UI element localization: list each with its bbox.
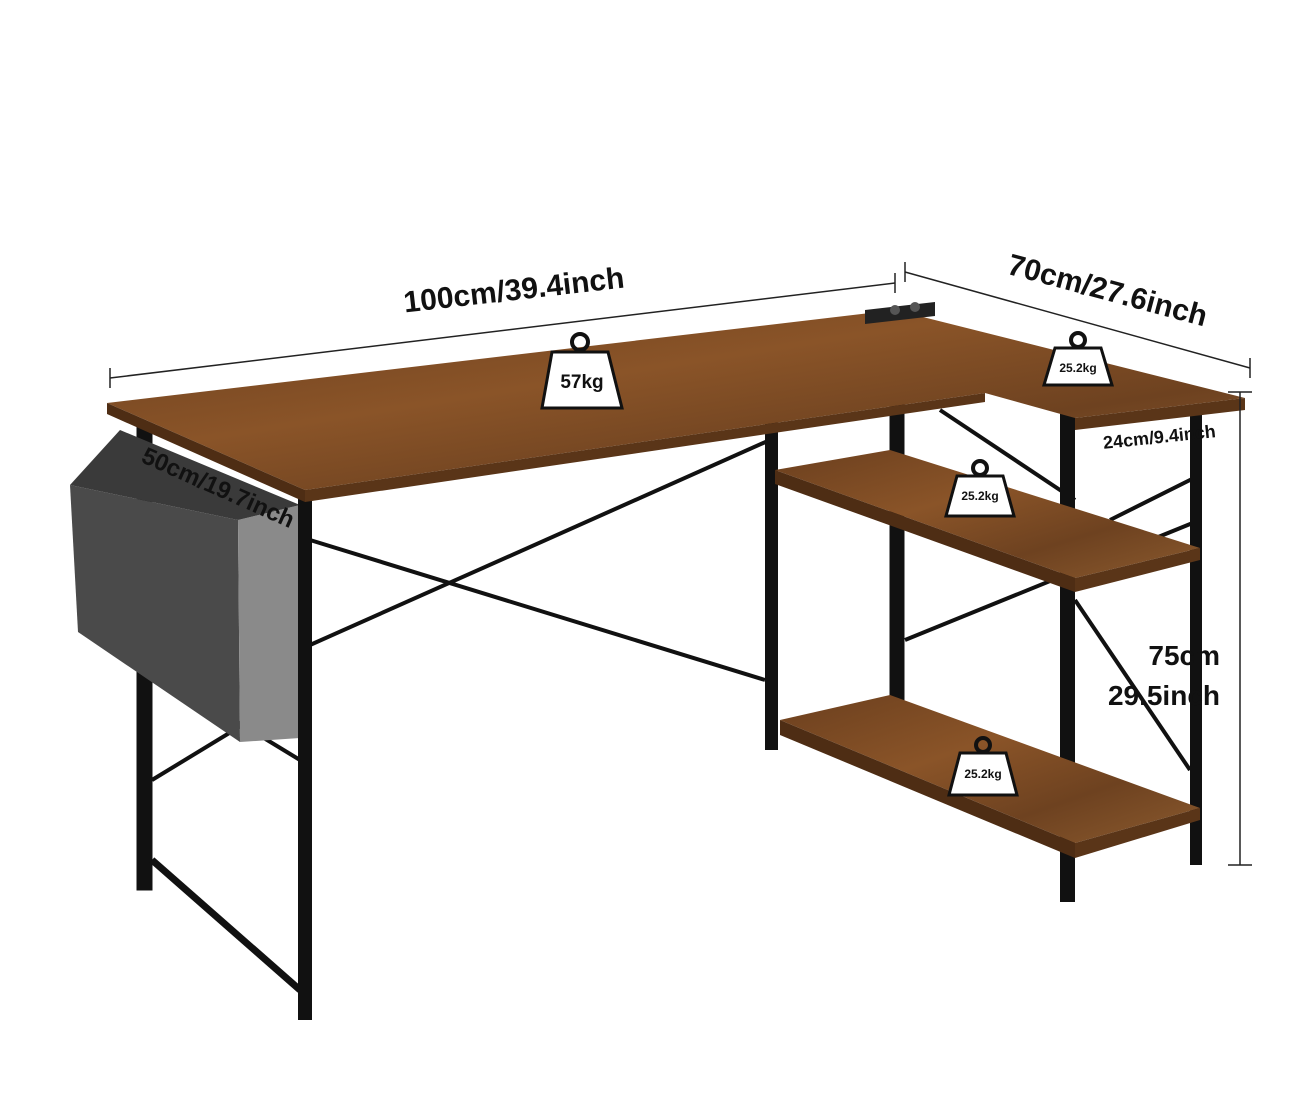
- weight-icon-return: 25.2kg: [1041, 331, 1115, 387]
- weight-icon-bottom-shelf: 25.2kg: [947, 736, 1019, 797]
- return-length-label: 70cm/27.6inch: [1004, 248, 1211, 333]
- bottom-shelf-load-label: 25.2kg: [964, 767, 1001, 781]
- dimension-lines: [109, 262, 1252, 866]
- width-label: 100cm/39.4inch: [402, 262, 626, 320]
- height-cm-label: 75cm: [1148, 640, 1220, 671]
- desktop-load-label: 57kg: [560, 372, 603, 393]
- cup-holder-icon: [865, 302, 935, 324]
- middle-shelf-load-label: 25.2kg: [961, 489, 998, 503]
- weight-icon-desktop: 57kg: [540, 332, 624, 410]
- weight-icon-middle-shelf: 25.2kg: [944, 459, 1016, 518]
- desk-frame: [136, 394, 1201, 993]
- storage-bag-icon: [70, 430, 300, 742]
- desk-legs: [298, 405, 1202, 1020]
- desktop: [107, 302, 1245, 502]
- return-load-label: 25.2kg: [1059, 361, 1096, 375]
- height-in-label: 29.5inch: [1108, 680, 1220, 711]
